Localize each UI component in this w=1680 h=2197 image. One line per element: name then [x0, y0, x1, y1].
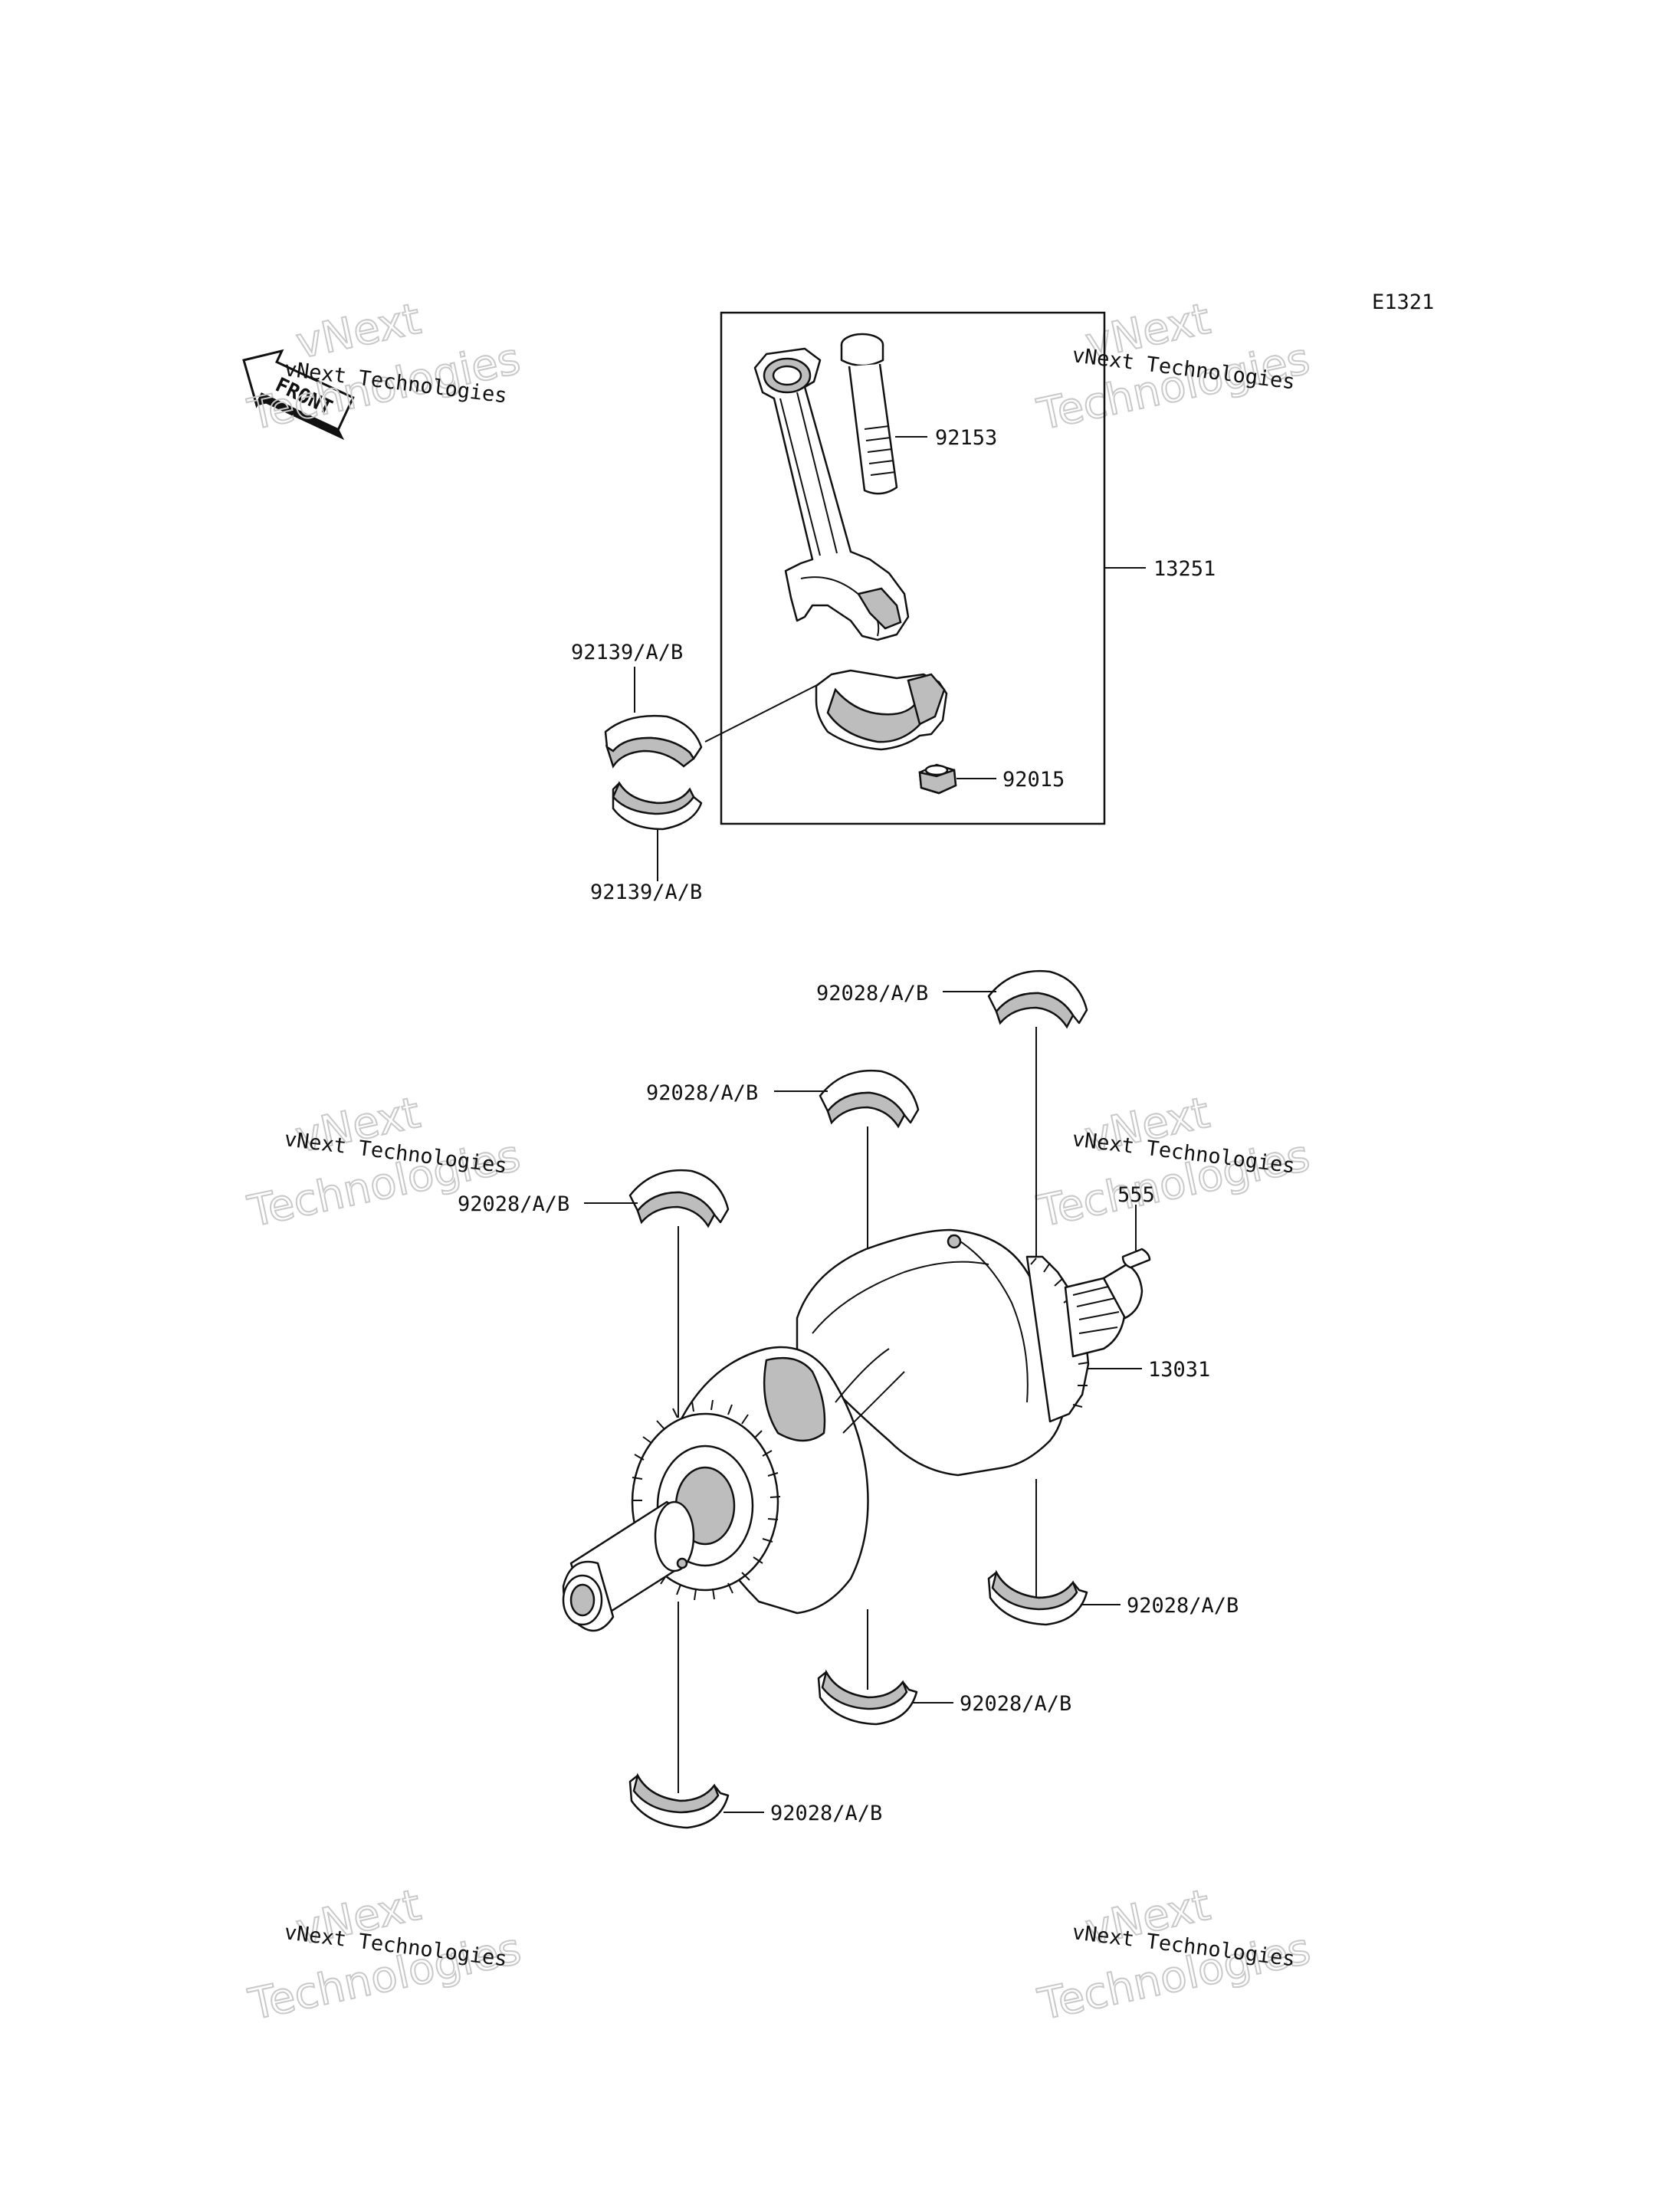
main-bearing-bottom-3	[628, 1772, 730, 1829]
rod-bearing-lower-callout: 92139/A/B	[590, 880, 702, 904]
rod-bolt	[840, 333, 898, 495]
rod-bearing-lower	[612, 781, 703, 831]
rod-bearing-upper-callout: 92139/A/B	[571, 641, 683, 664]
rod-nut-callout: 92015	[1002, 768, 1065, 792]
pin-callout: 555	[1117, 1183, 1155, 1207]
rod-bolt-callout: 92153	[935, 426, 997, 450]
main-bearing-bottom-1	[987, 1569, 1088, 1626]
main-bearing-top-3	[628, 1169, 730, 1228]
main-bearing-bottom-1-callout: 92028/A/B	[1127, 1594, 1239, 1618]
conrod-assy-callout: 13251	[1153, 557, 1216, 581]
crankshaft-callout: 13031	[1148, 1358, 1210, 1382]
conrod-box-link	[704, 684, 819, 743]
diagram-code: E1321	[1372, 290, 1434, 314]
rod-cap	[815, 669, 948, 751]
rod-bearing-upper	[604, 714, 703, 769]
main-bearing-bottom-3-callout: 92028/A/B	[770, 1802, 882, 1825]
main-bearing-top-2-callout: 92028/A/B	[646, 1081, 758, 1105]
main-bearing-top-2	[819, 1069, 920, 1129]
main-bearing-bottom-2	[817, 1669, 918, 1726]
main-bearing-bottom-2-callout: 92028/A/B	[960, 1692, 1071, 1716]
rod-nut	[918, 763, 957, 795]
main-bearing-top-3-callout: 92028/A/B	[458, 1192, 569, 1216]
main-bearing-top-1-callout: 92028/A/B	[816, 982, 928, 1005]
main-bearing-top-1	[987, 969, 1088, 1029]
connecting-rod	[753, 347, 910, 641]
crankshaft	[562, 1228, 1151, 1632]
